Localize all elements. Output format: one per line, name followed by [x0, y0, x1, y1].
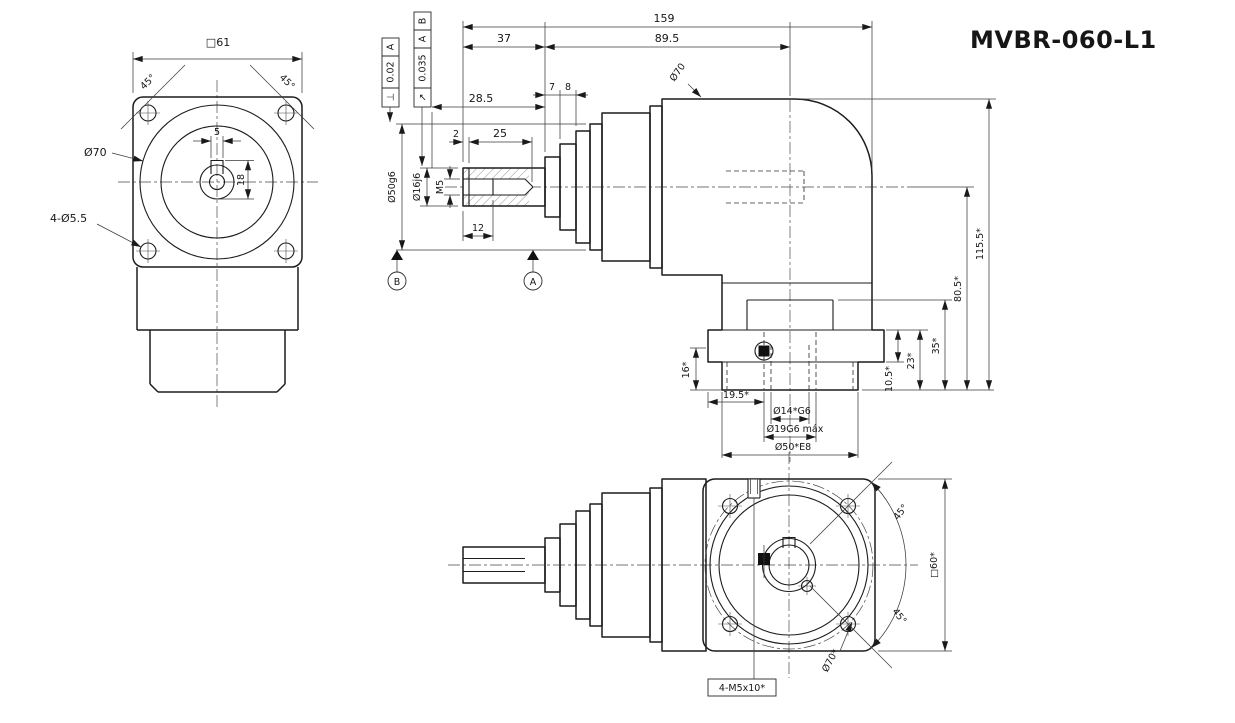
front-square-dim-label: □61	[206, 36, 230, 49]
front-keyway-width-label: 5	[214, 127, 220, 138]
front-mount-holes-label: 4-Ø5.5	[50, 212, 87, 225]
side-view: 159 37 89.5 28.5 7 8 2 25 12 Ø70	[381, 11, 996, 462]
front-bolt-circle-label: Ø70	[84, 146, 107, 159]
body-dia-label: Ø70	[668, 61, 688, 83]
side-left-dimensions: Ø50g6 Ø16j6 M5	[387, 123, 586, 251]
screw-offset-label: 19.5*	[723, 390, 749, 401]
perpendicularity-icon: ⊥	[386, 93, 397, 101]
hole-angle-top-label: 45°	[892, 502, 911, 522]
front-bolt-holes	[136, 101, 298, 263]
thread-length-label: 12	[472, 223, 484, 234]
axis-height-label: 80.5*	[953, 276, 964, 302]
runout-icon: ↗	[418, 94, 429, 102]
shaft-assembly-length-label: 28.5	[469, 92, 494, 105]
output-bore-label: Ø14*G6	[773, 406, 811, 417]
datum-flags: B A	[387, 250, 543, 291]
front-centerlines	[118, 80, 318, 408]
pilot-zone-height-label: 23*	[906, 352, 917, 369]
side-right-dimensions: 10.5* 23* 35* 80.5* 115.5* 16*	[681, 98, 996, 392]
boss-width-label: 7	[549, 82, 555, 93]
bolt-circle	[704, 480, 874, 650]
gdt-frames: A 0.02 ⊥ B A 0.035 ↗	[381, 11, 432, 166]
datum-b-label: B	[394, 277, 401, 288]
side-bottom-dimensions: 19.5* Ø14*G6 Ø19G6 máx Ø50*E8	[707, 390, 859, 459]
front-flange-outline	[132, 96, 303, 268]
flange-zone-height-label: 35*	[931, 337, 942, 354]
gdt-perp-tolerance-label: 0.02	[386, 61, 397, 82]
pilot-dia-label: Ø50g6	[387, 171, 398, 203]
step-height-label: 10.5*	[884, 366, 895, 392]
bottom-centerlines	[448, 452, 918, 678]
hole-angle-bottom-label: 45°	[889, 606, 908, 626]
flange-thickness-label: 16*	[681, 361, 692, 378]
shaft-length-label: 25	[493, 127, 507, 140]
shaft-dia-label: Ø16j6	[412, 173, 423, 201]
front-keyway	[210, 159, 224, 174]
bottom-view: 4-M5x10* Ø70* □60* 45° 45°	[448, 452, 952, 697]
tapped-holes-label-box	[707, 678, 777, 697]
bottom-flange-circles	[704, 480, 874, 650]
side-housing-outline	[661, 98, 885, 391]
tapped-holes-label: 4-M5x10*	[719, 683, 765, 694]
bottom-flange-outline	[702, 478, 876, 652]
gdt-perp-datum-label: A	[386, 43, 397, 50]
overall-height-label: 115.5*	[975, 228, 986, 260]
front-angle-left-label: 45°	[138, 72, 158, 92]
gdt-runout-frame	[413, 11, 432, 108]
set-screw	[758, 345, 770, 357]
side-centerlines	[445, 100, 910, 462]
front-lower-body	[136, 267, 299, 393]
thread-label: M5	[435, 180, 446, 194]
pilot-bore-label: Ø50*E8	[775, 442, 811, 453]
bottom-gearhead-body	[462, 478, 707, 652]
front-section-length-label: 37	[497, 32, 511, 45]
flange-width-label: 8	[565, 82, 571, 93]
front-angle-right-label: 45°	[277, 72, 297, 92]
shaft-step-label: 2	[453, 129, 459, 140]
side-housing-internal	[722, 170, 872, 390]
front-view: □61 45° 45° Ø70 4-Ø5.5 5 18	[50, 36, 318, 408]
gdt-runout-datum2-label: B	[418, 18, 429, 25]
gdt-runout-datum1-label: A	[418, 35, 429, 42]
sectioned-tapped-hole	[747, 479, 761, 499]
datum-a-label: A	[530, 277, 537, 288]
drawing-title: MVBR-060-L1	[970, 26, 1157, 54]
overall-length-label: 159	[654, 12, 675, 25]
gdt-runout-tolerance-label: 0.035	[418, 54, 429, 81]
front-keyway-depth-label: 18	[236, 174, 247, 186]
front-dimensions: □61 45° 45° Ø70 4-Ø5.5 5 18	[50, 36, 315, 248]
housing-length-label: 89.5	[655, 32, 680, 45]
bottom-square-dim-label: □60*	[929, 552, 940, 578]
set-screw-boss	[754, 341, 774, 361]
bottom-keyway	[782, 536, 796, 548]
bore-max-label: Ø19G6 máx	[767, 424, 824, 435]
gdt-perpendicularity-frame	[381, 37, 400, 108]
front-body-circles	[139, 104, 295, 260]
